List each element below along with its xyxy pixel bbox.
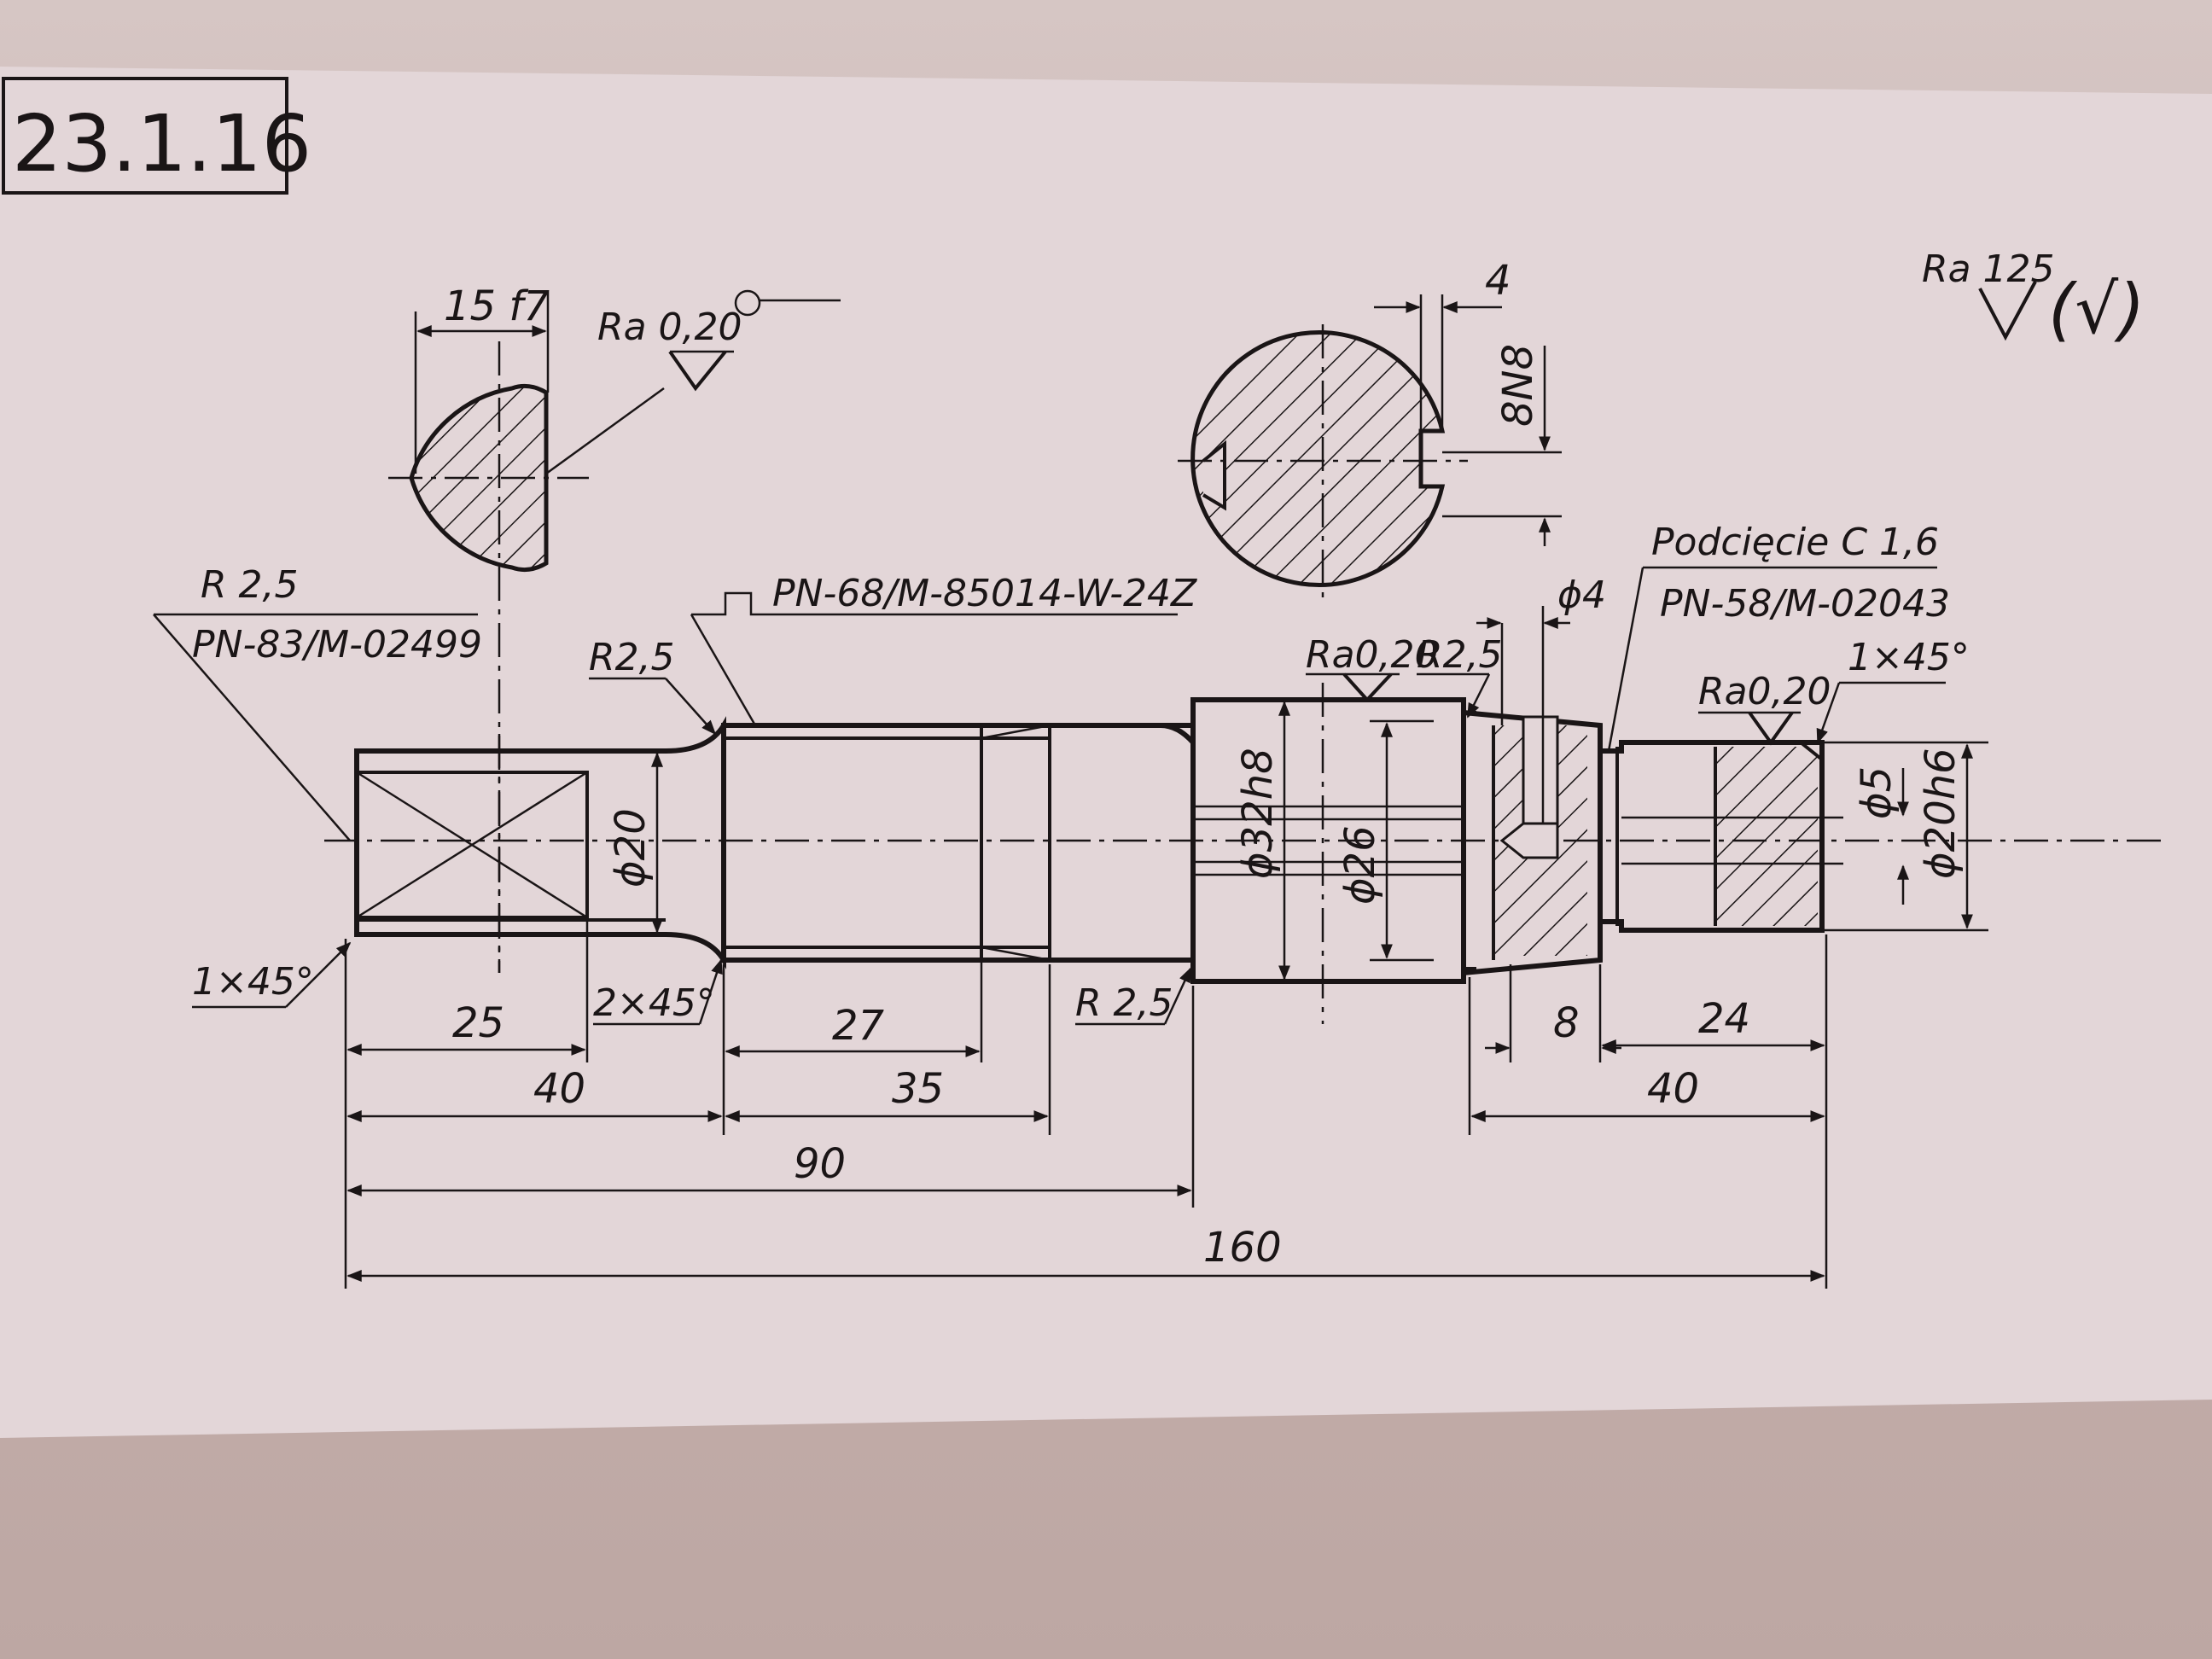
- note-chamfer-right: 1×45°: [1848, 636, 1970, 679]
- dim-length-90: 90: [794, 1140, 846, 1188]
- paper-sheet: [0, 67, 2212, 1438]
- drawing-number-box: 23.1.16: [2, 77, 311, 195]
- section-view-keyway: 4 8N8: [1178, 257, 1562, 606]
- annotations: R 2,5 PN-83/M-02499 PN-68/M-85014-W-24Z …: [153, 521, 1970, 1026]
- note-chamfer-mid: 2×45°: [593, 981, 715, 1025]
- dim-length-27: 27: [832, 1002, 885, 1050]
- note-standard-left: PN-83/M-02499: [192, 623, 482, 667]
- note-radius-shoulder: R2,5: [589, 636, 675, 679]
- drawing-number: 23.1.16: [12, 98, 311, 189]
- length-dimensions: 25 27 8 24 40 35 40 90 160: [344, 922, 1828, 1289]
- note-knurl-standard: PN-68/M-85014-W-24Z: [772, 572, 1197, 615]
- dim-length-8: 8: [1553, 999, 1580, 1047]
- dim-d26: ϕ26: [1336, 825, 1384, 905]
- note-chamfer-left: 1×45°: [192, 960, 314, 1004]
- dim-d32: ϕ32h8: [1234, 748, 1282, 879]
- dim-length-35: 35: [892, 1065, 944, 1113]
- section-b-key-offset: 4: [1485, 257, 1511, 305]
- note-radius-right: R2,5: [1417, 633, 1503, 677]
- dim-d20h6: ϕ20h6: [1917, 748, 1965, 879]
- general-roughness-symbol: Ra 125 (√): [1922, 247, 2145, 349]
- dim-length-160: 160: [1203, 1224, 1282, 1272]
- dim-d5: ϕ5: [1853, 766, 1901, 819]
- dim-length-40-right: 40: [1647, 1065, 1699, 1113]
- shaft-main-view: [324, 606, 2168, 1024]
- dim-d20: ϕ20: [607, 808, 655, 888]
- section-a-roughness: Ra 0,20: [597, 306, 742, 349]
- section-b-key-width: 8N8: [1494, 344, 1542, 427]
- dim-length-25: 25: [452, 999, 504, 1047]
- diameter-dimensions: ϕ20 ϕ32h8 ϕ26 ϕ5 ϕ20h6: [607, 701, 1988, 981]
- note-radius-left: R 2,5: [201, 563, 299, 607]
- general-roughness-check: (√): [2048, 270, 2145, 349]
- note-roughness-mid: Ra0,20: [1306, 633, 1439, 677]
- note-roughness-right: Ra0,20: [1698, 670, 1831, 713]
- section-a-width: 15 f7: [444, 282, 550, 330]
- dim-length-40-left: 40: [533, 1065, 585, 1113]
- note-radius-groove: R 2,5: [1075, 981, 1173, 1025]
- dim-length-24: 24: [1698, 995, 1750, 1043]
- note-undercut: Podcięcie C 1,6: [1651, 521, 1939, 564]
- note-undercut-standard: PN-58/M-02043: [1660, 582, 1950, 626]
- note-hole-dia: ϕ4: [1557, 573, 1606, 617]
